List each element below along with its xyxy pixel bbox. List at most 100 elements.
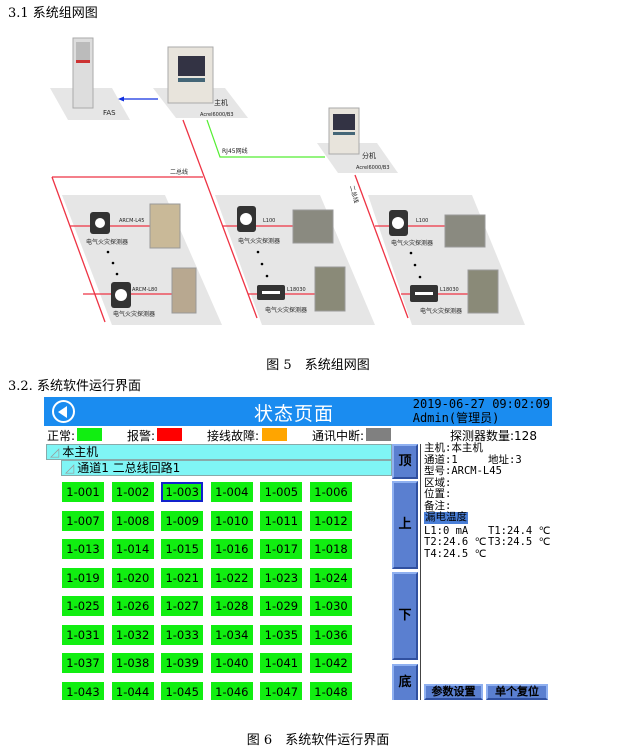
detector-cell[interactable]: 1-023 <box>260 567 303 588</box>
single-reset-button[interactable]: 单个复位 <box>486 684 548 700</box>
scroll-bottom-button[interactable]: 底 <box>392 664 418 700</box>
detector-count: 探测器数量:128 <box>450 429 537 443</box>
detector-cell[interactable]: 1-020 <box>111 567 154 588</box>
right-top-model: L100 <box>416 218 428 224</box>
detector-cell[interactable]: 1-005 <box>260 482 303 502</box>
detector-cell[interactable]: 1-001 <box>62 482 104 502</box>
detector-cell[interactable]: 1-039 <box>161 653 204 673</box>
alarm-swatch <box>157 428 182 441</box>
detector-cell[interactable]: 1-028 <box>210 596 253 616</box>
reading-t2: T2:24.6 ℃ <box>424 536 487 548</box>
host-model: Acrel6000/B3 <box>200 112 234 118</box>
detector-cell[interactable]: 1-040 <box>210 653 253 673</box>
detector-cell[interactable]: 1-021 <box>161 567 204 588</box>
legend-fault: 接线故障: <box>207 429 260 443</box>
detector-cell[interactable]: 1-003 <box>161 482 204 502</box>
detector-cell[interactable]: 1-029 <box>260 596 303 616</box>
detector-cell[interactable]: 1-004 <box>210 482 253 502</box>
detector-cell[interactable]: 1-031 <box>62 624 104 645</box>
detector-cell[interactable]: 1-009 <box>161 510 204 531</box>
detector-cell[interactable]: 1-026 <box>111 596 154 616</box>
back-icon[interactable] <box>52 400 75 423</box>
page-up-button[interactable]: 上 <box>392 481 418 569</box>
fault-swatch <box>262 428 287 441</box>
info-host: 主机:本主机 <box>424 442 483 454</box>
sub-cabinet <box>328 107 360 155</box>
detector-cell[interactable]: 1-017 <box>260 539 303 559</box>
detector-cell[interactable]: 1-014 <box>111 539 154 559</box>
host-label: 主机 <box>214 98 228 107</box>
detector-cell[interactable]: 1-047 <box>260 681 303 700</box>
detector-cell[interactable]: 1-008 <box>111 510 154 531</box>
legend-normal: 正常: <box>47 429 76 443</box>
tree-node-channel[interactable]: ◿通道1 二总线回路1 <box>61 460 392 476</box>
normal-swatch <box>77 428 102 441</box>
detector-cell[interactable]: 1-033 <box>161 624 204 645</box>
detector-label: 电气火灾探测器 <box>391 239 433 247</box>
fas-cabinet <box>72 37 94 109</box>
detector-cell[interactable]: 1-018 <box>310 539 352 559</box>
info-position: 位置: <box>424 488 452 500</box>
detector-cell[interactable]: 1-027 <box>161 596 204 616</box>
expand-triangle-icon: ◿ <box>50 445 60 459</box>
info-channel: 通道:1 <box>424 453 458 466</box>
detector-cell[interactable]: 1-037 <box>62 653 104 673</box>
section-heading-2: 3.2. 系统软件运行界面 <box>8 379 141 394</box>
detector-cell[interactable]: 1-010 <box>210 510 253 531</box>
left-bottom-model: ARCM-L80 <box>132 287 157 293</box>
left-top-model: ARCM-L45 <box>119 218 144 224</box>
detector-label: 电气火灾探测器 <box>238 237 280 245</box>
figure-6-caption: 图 6 系统软件运行界面 <box>246 733 390 748</box>
detector-cell[interactable]: 1-041 <box>260 653 303 673</box>
detector-cell[interactable]: 1-013 <box>62 539 104 559</box>
reading-t3: T3:24.5 ℃ <box>488 536 551 548</box>
info-note: 备注: <box>424 499 452 512</box>
bus-label: 二总线 <box>170 168 188 176</box>
detector-cell[interactable]: 1-024 <box>310 567 352 588</box>
detector-cell[interactable]: 1-032 <box>111 624 154 645</box>
host-cabinet <box>167 46 214 104</box>
detector-cell[interactable]: 1-030 <box>310 596 352 616</box>
detector-cell[interactable]: 1-034 <box>210 624 253 645</box>
detector-cell[interactable]: 1-002 <box>111 482 154 502</box>
rj45-label: RJ45网线 <box>222 147 248 155</box>
param-settings-button[interactable]: 参数设置 <box>424 684 483 700</box>
ellipsis-dots <box>106 250 422 279</box>
network-diagram: FAS 主机 Acrel6000/B3 RJ45网线 分机 Acrel6000/… <box>50 37 525 325</box>
detector-cell[interactable]: 1-016 <box>210 539 253 559</box>
detector-cell[interactable]: 1-015 <box>161 539 204 559</box>
detector-cell[interactable]: 1-035 <box>260 624 303 645</box>
right-bottom-model: L18030 <box>440 287 459 293</box>
bus-lines <box>51 119 468 323</box>
detector-cell[interactable]: 1-019 <box>62 567 104 588</box>
scroll-top-button[interactable]: 顶 <box>392 444 418 479</box>
mid-bottom-model: L18030 <box>287 287 306 293</box>
detector-cell[interactable]: 1-046 <box>210 681 253 700</box>
comm-swatch <box>366 428 391 441</box>
detector-cell[interactable]: 1-036 <box>310 624 352 645</box>
detector-cell[interactable]: 1-043 <box>62 681 104 700</box>
mid-top-model: L100 <box>263 218 275 224</box>
detector-cell[interactable]: 1-038 <box>111 653 154 673</box>
detector-cell[interactable]: 1-022 <box>210 567 253 588</box>
rj45-line <box>206 119 325 158</box>
detector-cell[interactable]: 1-012 <box>310 510 352 531</box>
detector-cell[interactable]: 1-045 <box>161 681 204 700</box>
detector-cell[interactable]: 1-042 <box>310 653 352 673</box>
reading-t4: T4:24.5 ℃ <box>424 547 487 560</box>
legend-comm: 通讯中断: <box>312 429 365 443</box>
detector-cell[interactable]: 1-006 <box>310 482 352 502</box>
detector-cell[interactable]: 1-011 <box>260 510 303 531</box>
detector-cell[interactable]: 1-048 <box>310 681 352 700</box>
sub-label: 分机 <box>362 151 376 160</box>
detector-cell[interactable]: 1-044 <box>111 681 154 700</box>
detector-cell[interactable]: 1-025 <box>62 596 104 616</box>
tree-host-label: 本主机 <box>62 445 99 459</box>
detector-label: 电气火灾探测器 <box>420 307 462 315</box>
info-area: 区域: <box>424 476 452 489</box>
tree-channel-label: 通道1 二总线回路1 <box>77 461 181 475</box>
detector-cell[interactable]: 1-007 <box>62 510 104 531</box>
page-down-button[interactable]: 下 <box>392 572 418 660</box>
status-legend: 正常: 报警: 接线故障: 通讯中断: 探测器数量:128 <box>44 426 552 443</box>
tree-node-host[interactable]: ◿本主机 <box>46 444 392 460</box>
